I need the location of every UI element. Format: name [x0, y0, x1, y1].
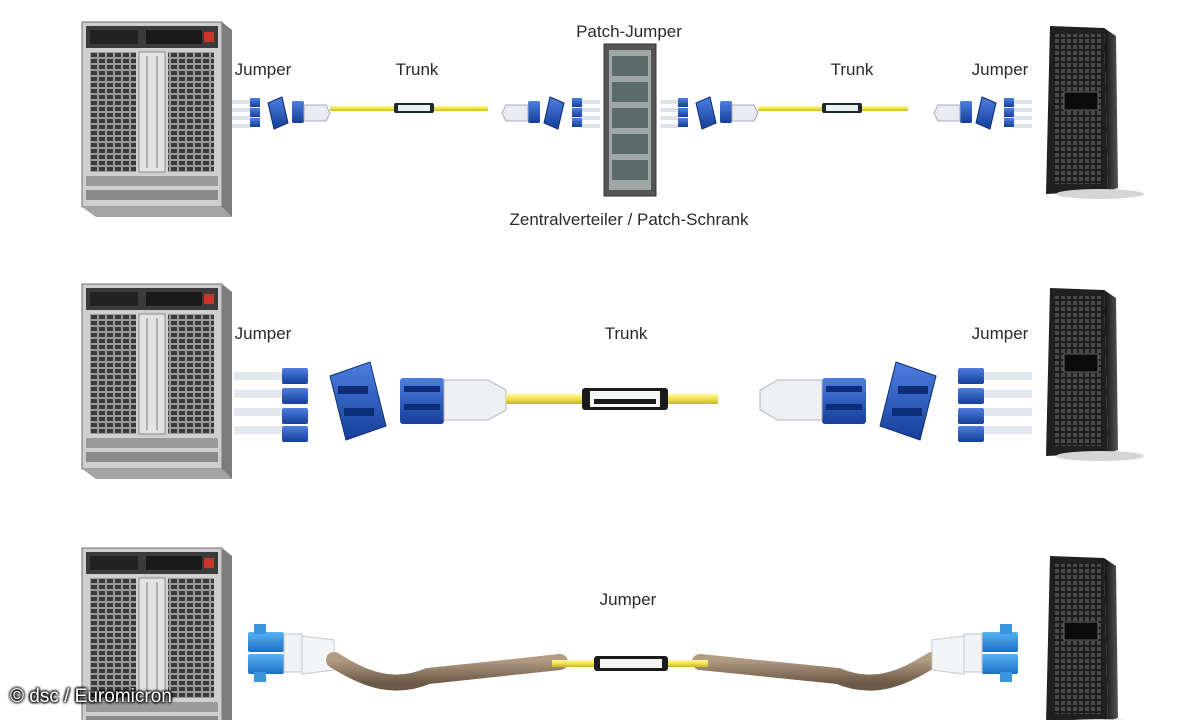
- row1-switch: [81, 21, 233, 218]
- row1-right-trunk-cable: [758, 103, 908, 113]
- central-distributor-caption: Zentralverteiler / Patch-Schrank: [509, 210, 749, 229]
- row1-right-trunk-label: Trunk: [830, 60, 874, 79]
- row1-right-jumper-label: Jumper: [971, 60, 1029, 79]
- patch-cabinet: [603, 43, 657, 197]
- row2-left-jumper-fan: [233, 361, 507, 443]
- row3-server: [1045, 555, 1145, 720]
- row2-right-jumper-label: Jumper: [971, 324, 1029, 343]
- row1-left-jumper-fan: [231, 96, 331, 130]
- row1-left-trunk-label: Trunk: [395, 60, 439, 79]
- row1-right-jumper-fan: [933, 96, 1033, 130]
- row1-left-trunk-cable: [330, 103, 488, 113]
- row1-left-jumper-label: Jumper: [234, 60, 292, 79]
- image-credit: © dsc / Euromicron: [10, 686, 172, 707]
- row1-server: [1045, 25, 1145, 200]
- row1-left-trunk-fan: [501, 96, 601, 130]
- row2-right-jumper-fan: [759, 361, 1033, 443]
- patch-jumper-label: Patch-Jumper: [576, 22, 682, 41]
- row2-left-jumper-label: Jumper: [234, 324, 292, 343]
- row2-trunk-label: Trunk: [604, 324, 648, 343]
- row3-jumper-cable: [326, 652, 940, 691]
- row2-server: [1045, 287, 1145, 462]
- row2-trunk-cable: [506, 388, 718, 410]
- row3-right-lc-connector: [931, 623, 1019, 683]
- row1-right-trunk-fan: [659, 96, 759, 130]
- row3-jumper-label: Jumper: [599, 590, 657, 609]
- row3-left-lc-connector: [247, 623, 335, 683]
- row2-switch: [81, 283, 233, 480]
